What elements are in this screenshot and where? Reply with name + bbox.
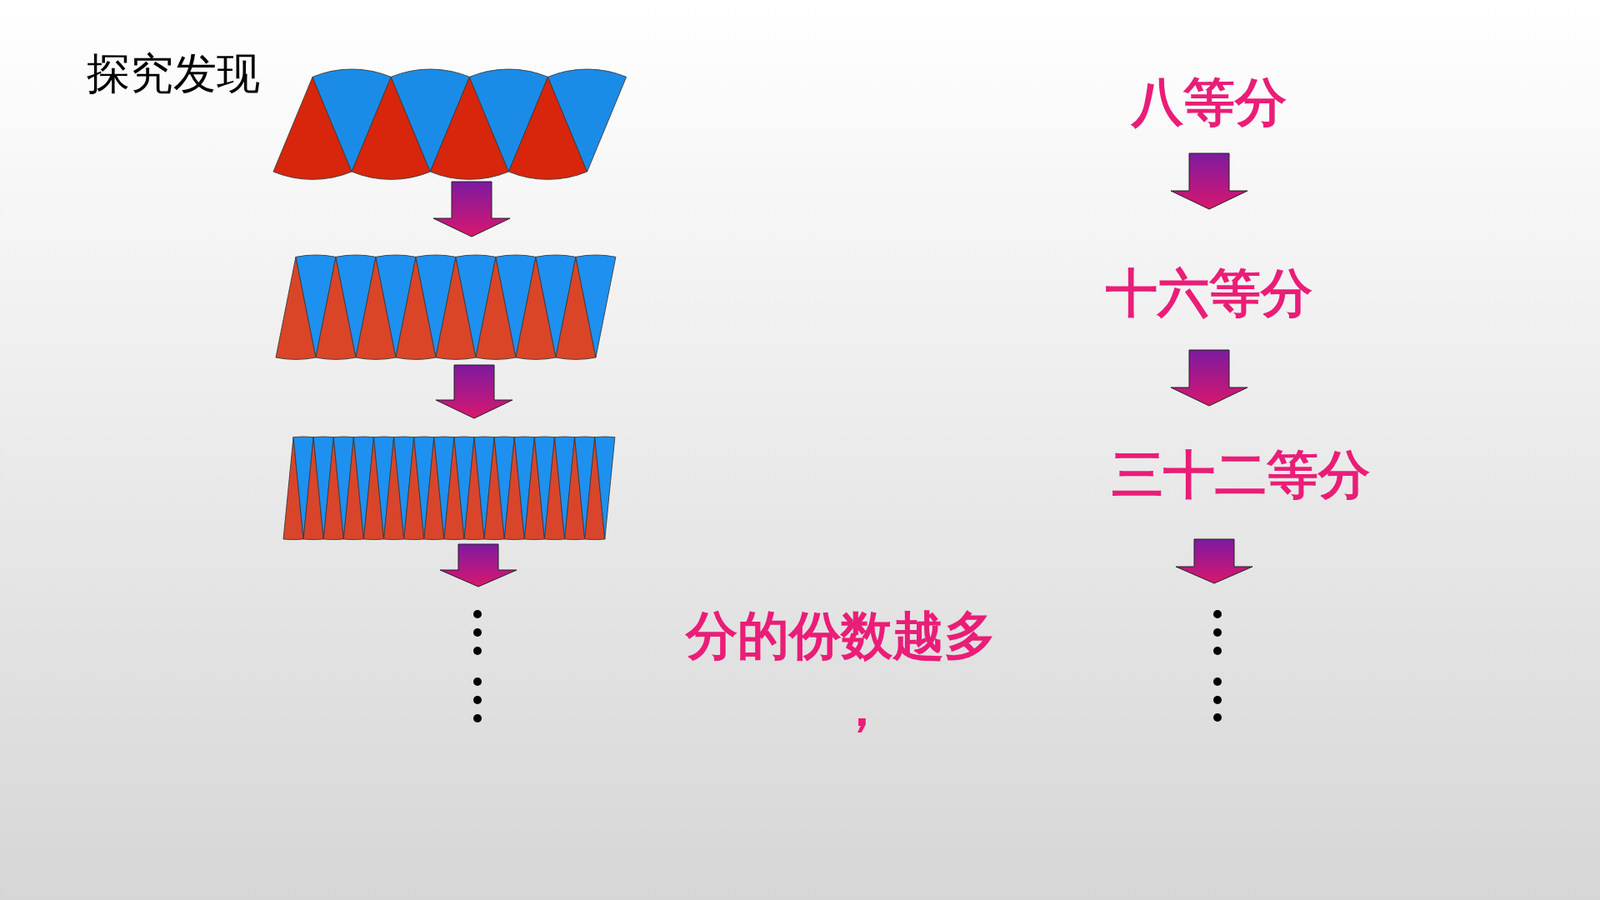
step-text: 八等分 — [1125, 76, 1293, 129]
dot — [1213, 713, 1222, 722]
down-arrow — [433, 181, 510, 237]
dot — [1213, 628, 1222, 637]
circle-sector — [575, 255, 616, 358]
note-text: ， — [835, 681, 888, 734]
dot — [473, 628, 482, 637]
dot — [1213, 646, 1222, 655]
circle-sector — [547, 69, 626, 172]
ellipsis-dots — [473, 610, 482, 723]
step-label: 八等分 — [1125, 66, 1293, 154]
ellipsis-dots — [1213, 610, 1222, 722]
dot — [1213, 677, 1222, 686]
down-arrow — [1175, 539, 1253, 584]
down-arrow — [440, 544, 517, 587]
dot — [473, 646, 482, 655]
block-arrow — [1170, 153, 1248, 210]
dot — [1213, 610, 1222, 619]
dot — [473, 677, 482, 686]
circle-sector — [595, 436, 615, 540]
dot — [473, 714, 482, 723]
step-label: 三十二等分 — [1107, 405, 1375, 506]
down-arrow — [435, 365, 513, 419]
slide-title: 探究发现 — [86, 48, 260, 99]
step-text: 三十二等分 — [1107, 449, 1375, 501]
step-text: 十六等分 — [1092, 267, 1326, 320]
dot — [473, 610, 482, 619]
step-label: 十六等分 — [1092, 209, 1326, 350]
note-text: 分的份数越多 — [685, 610, 996, 662]
dot — [1213, 695, 1222, 705]
sector-strips — [273, 69, 627, 540]
dot — [473, 695, 482, 705]
block-arrow — [1170, 350, 1248, 406]
